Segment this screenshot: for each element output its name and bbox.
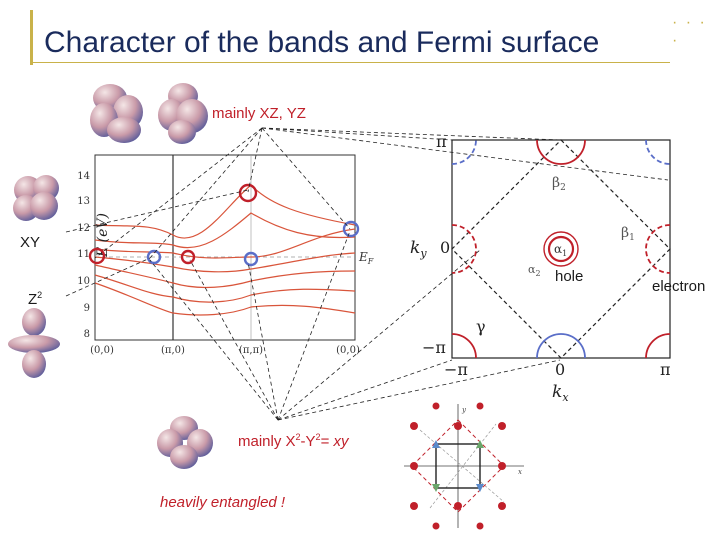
orbital-xy-icon [13,175,59,221]
lattice-axis-y-label: y [461,406,467,414]
fs-minus-pi-left: −π [422,338,446,357]
ytick-10: 10 [77,276,90,287]
fs-zero-left: 0 [440,238,450,257]
xtick-m: (π,π) [239,345,263,356]
ytick-8: 8 [84,329,90,340]
lattice-diamond [411,419,505,513]
fs-zone-boundary [451,139,671,359]
fs-kx-label: kx [552,382,569,404]
fs-beta1-label: β1 [621,225,635,243]
ytick-14: 14 [77,171,90,182]
circle-red-top [238,183,258,203]
ytick-11: 11 [77,249,90,260]
label-xy: XY [20,234,41,251]
band-highlight-circles [88,183,360,267]
circle-blue-1 [146,249,162,265]
fs-ky-label: ky [410,238,427,260]
circle-red-gamma [88,247,106,265]
circle-red-2 [180,249,196,265]
lattice-triangles [432,440,484,492]
fs-pi-bottom: π [660,360,671,379]
band-curves [94,184,356,316]
x2y2-part-c: = [320,433,334,450]
orbital-z2-icon [8,308,60,378]
band-plot-yticks: 14 13 12 11 10 9 8 [77,171,90,340]
fs-pi-top: π [436,132,447,151]
ytick-12: 12 [77,223,90,234]
label-hole: hole [555,268,584,285]
page-title: Character of the bands and Fermi surface [44,26,600,59]
x2y2-sup2: 2 [315,432,321,442]
ytick-13: 13 [77,196,90,207]
title-accent-bar [30,10,33,65]
band-plot-ylabel: E (eV) [95,213,111,258]
x2y2-part-b: -Y [300,433,316,450]
xtick-gamma-end: (0,0) [336,345,360,356]
fs-pockets [451,139,671,359]
fs-zero-bottom: 0 [555,360,565,379]
label-z2-sup: 2 [37,290,43,300]
corner-dots: · · · · [672,14,707,49]
xtick-gamma: (0,0) [90,345,114,356]
lattice-diag-1 [429,423,497,509]
label-z2-text: Z [28,291,38,308]
lattice-icon: y x [404,402,524,530]
fs-minus-pi-bottom: −π [444,360,468,379]
ytick-9: 9 [84,303,90,314]
fermi-level-label: EF [358,250,374,266]
xtick-x: (π,0) [161,345,185,356]
label-heavily-entangled: heavily entangled ! [160,494,286,511]
x2y2-sup1: 2 [295,432,301,442]
label-mainly-xz-yz: mainly XZ, YZ [212,105,306,122]
orbital-xz-icon [90,84,143,143]
lattice-axis-x-label: x [518,468,522,476]
lattice-red-dots [410,402,506,530]
fermi-surface-plot: π 0 −π ky −π 0 π kx β2 β1 α1 α2 γ [410,132,671,404]
label-z2: Z2 [28,290,42,308]
orbital-yz-icon [158,83,208,144]
circle-blue-right [342,220,360,238]
band-structure-plot: 14 13 12 11 10 9 8 (0,0) (π,0) (π,π) (0,… [77,154,374,356]
fs-beta2-label: β2 [552,175,566,193]
circle-blue-m [243,251,259,267]
title-underline [30,62,670,63]
lattice-square [435,443,481,489]
orbital-x2y2-icon [157,416,213,469]
fs-alpha2-label: α2 [528,263,541,278]
fs-gamma-label: γ [476,317,486,336]
lattice-diag-2 [419,429,505,503]
label-electron: electron [652,278,706,295]
label-mainly-x2y2: mainly X2-Y2= xy [238,432,349,450]
band-plot-xticks: (0,0) (π,0) (π,π) (0,0) [90,345,360,356]
x2y2-xy: xy [333,433,349,450]
x2y2-part-a: mainly X [238,433,296,450]
band-plot-frame [94,154,356,341]
fs-alpha1-label: α1 [554,242,567,258]
